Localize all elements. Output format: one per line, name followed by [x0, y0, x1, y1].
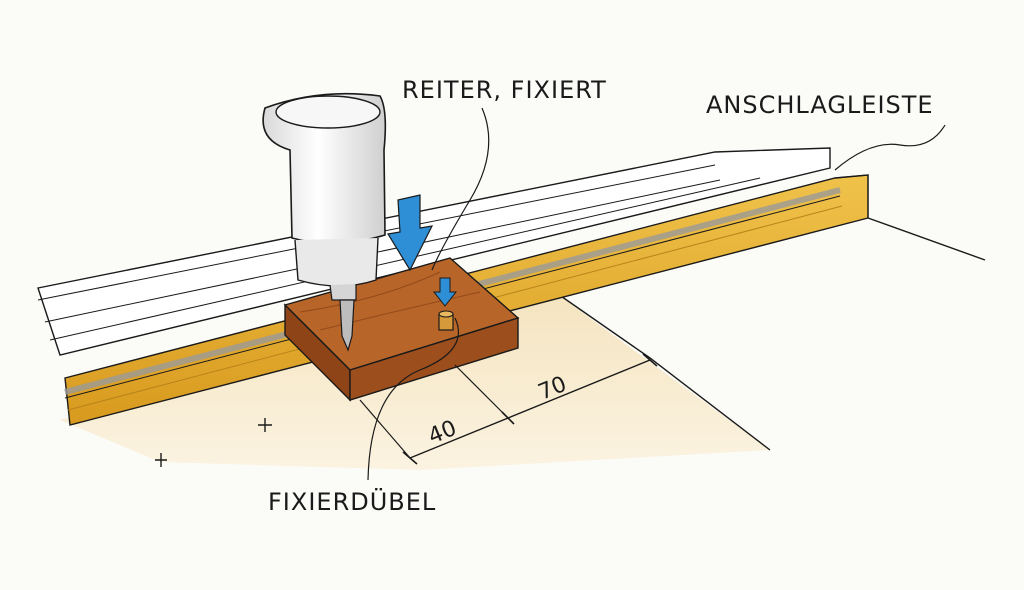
fixing-dowel — [438, 310, 454, 331]
down-arrow-icon — [432, 277, 458, 307]
guide-rail — [37, 147, 831, 356]
label-dowel: FIXIERDÜBEL — [268, 487, 436, 516]
down-arrow-icon — [387, 194, 434, 272]
dimension-lines — [155, 353, 658, 467]
leader-lines — [367, 107, 946, 481]
label-rider: REITER, FIXIERT — [402, 76, 607, 104]
drill-press-icon — [262, 92, 387, 352]
rider-block — [283, 257, 520, 402]
label-stop-strip: ANSCHLAGLEISTE — [706, 91, 934, 119]
